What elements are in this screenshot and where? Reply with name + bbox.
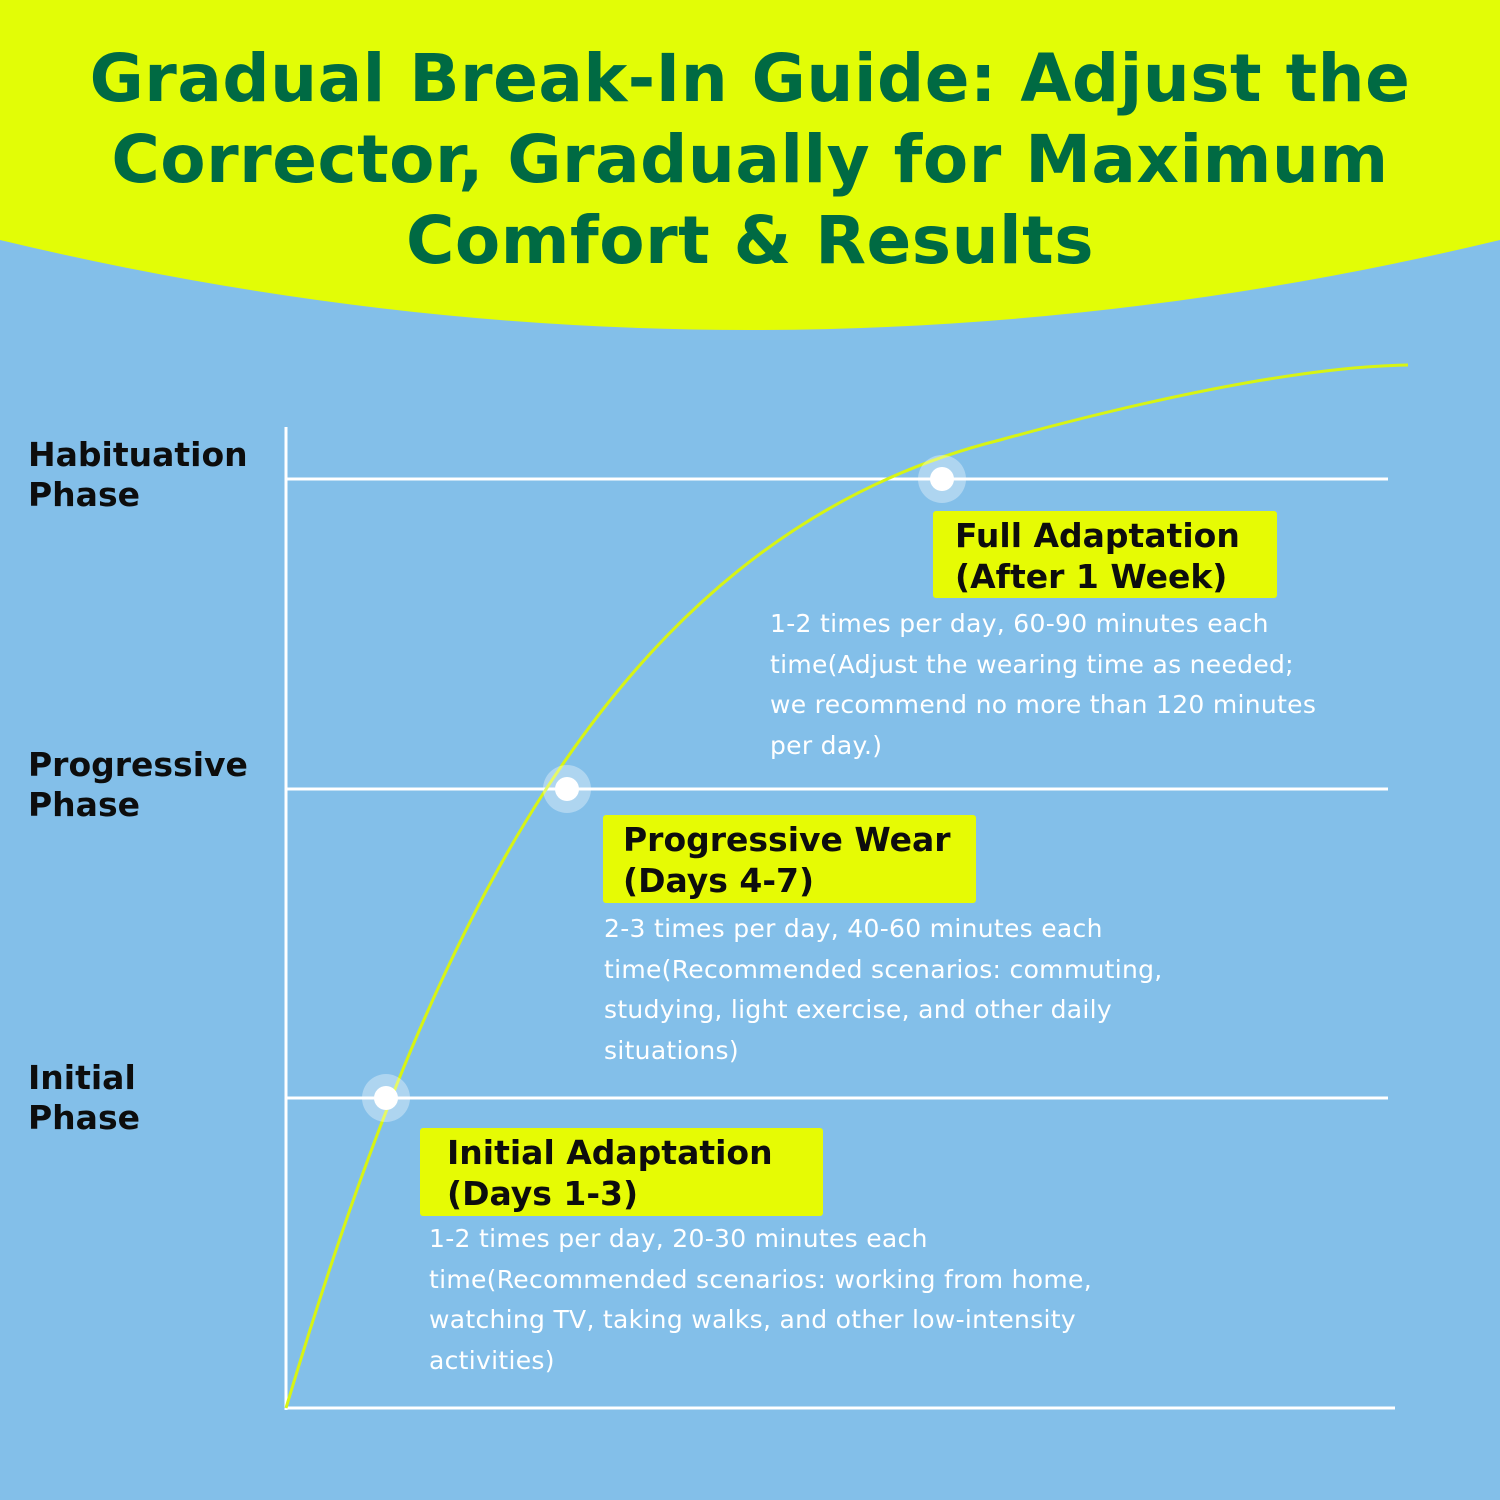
stage-description-line: time(Recommended scenarios: working from… — [429, 1264, 1092, 1294]
stage-description-line: 2-3 times per day, 40-60 minutes each — [604, 914, 1103, 943]
phase-label-line: Phase — [28, 785, 140, 824]
page-title: Gradual Break-In Guide: Adjust the Corre… — [0, 38, 1500, 281]
phase-label-initial: Initial Phase — [28, 1058, 140, 1138]
stage-description-line: activities) — [429, 1345, 555, 1375]
stage-description-line: 1-2 times per day, 20-30 minutes each — [429, 1224, 928, 1253]
milestone-marker-full-adaptation — [918, 455, 966, 503]
stage-title-full-adaptation: Full Adaptation (After 1 Week) — [933, 511, 1277, 598]
milestone-marker-initial-adaptation — [362, 1074, 410, 1122]
stage-title-line: Progressive Wear — [623, 820, 951, 859]
stage-title-line: (After 1 Week) — [955, 557, 1228, 596]
title-line: Gradual Break-In Guide: Adjust the — [89, 40, 1411, 117]
stage-title-initial-adaptation: Initial Adaptation (Days 1-3) — [420, 1128, 823, 1216]
phase-label-line: Initial — [28, 1058, 136, 1097]
phase-label-progressive: Progressive Phase — [28, 745, 248, 825]
adaptation-curve — [284, 363, 1409, 1409]
phase-label-line: Phase — [28, 475, 140, 514]
stage-description-line: watching TV, taking walks, and other low… — [429, 1305, 1076, 1334]
stage-description-line: time(Adjust the wearing time as needed; — [770, 649, 1294, 679]
title-banner — [0, 0, 1500, 330]
stage-title-line: Initial Adaptation — [447, 1133, 773, 1172]
title-line: Comfort & Results — [405, 202, 1095, 279]
stage-description-initial-adaptation: 1-2 times per day, 20-30 minutes each ti… — [429, 1219, 1092, 1381]
milestone-marker-progressive-wear — [543, 765, 591, 813]
stage-description-full-adaptation: 1-2 times per day, 60-90 minutes each ti… — [770, 604, 1316, 766]
stage-description-line: per day.) — [770, 730, 883, 760]
stage-description-line: studying, light exercise, and other dail… — [604, 995, 1113, 1024]
phase-label-line: Habituation — [28, 435, 248, 474]
stage-title-line: (Days 1-3) — [447, 1174, 639, 1213]
title-banner-shape — [0, 0, 1500, 330]
stage-description-line: time(Recommended scenarios: commuting, — [604, 954, 1163, 984]
stage-description-line: we recommend no more than 120 minutes — [770, 690, 1317, 719]
stage-description-line: situations) — [604, 1035, 739, 1065]
stage-description-line: 1-2 times per day, 60-90 minutes each — [770, 609, 1269, 638]
stage-description-progressive-wear: 2-3 times per day, 40-60 minutes each ti… — [604, 909, 1163, 1071]
stage-title-line: (Days 4-7) — [623, 861, 815, 900]
stage-title-progressive-wear: Progressive Wear (Days 4-7) — [603, 815, 976, 903]
stage-title-line: Full Adaptation — [955, 516, 1240, 555]
phase-label-line: Progressive — [28, 745, 248, 784]
title-line: Corrector, Gradually for Maximum — [111, 121, 1389, 198]
phase-label-habituation: Habituation Phase — [28, 435, 248, 515]
phase-label-line: Phase — [28, 1098, 140, 1137]
